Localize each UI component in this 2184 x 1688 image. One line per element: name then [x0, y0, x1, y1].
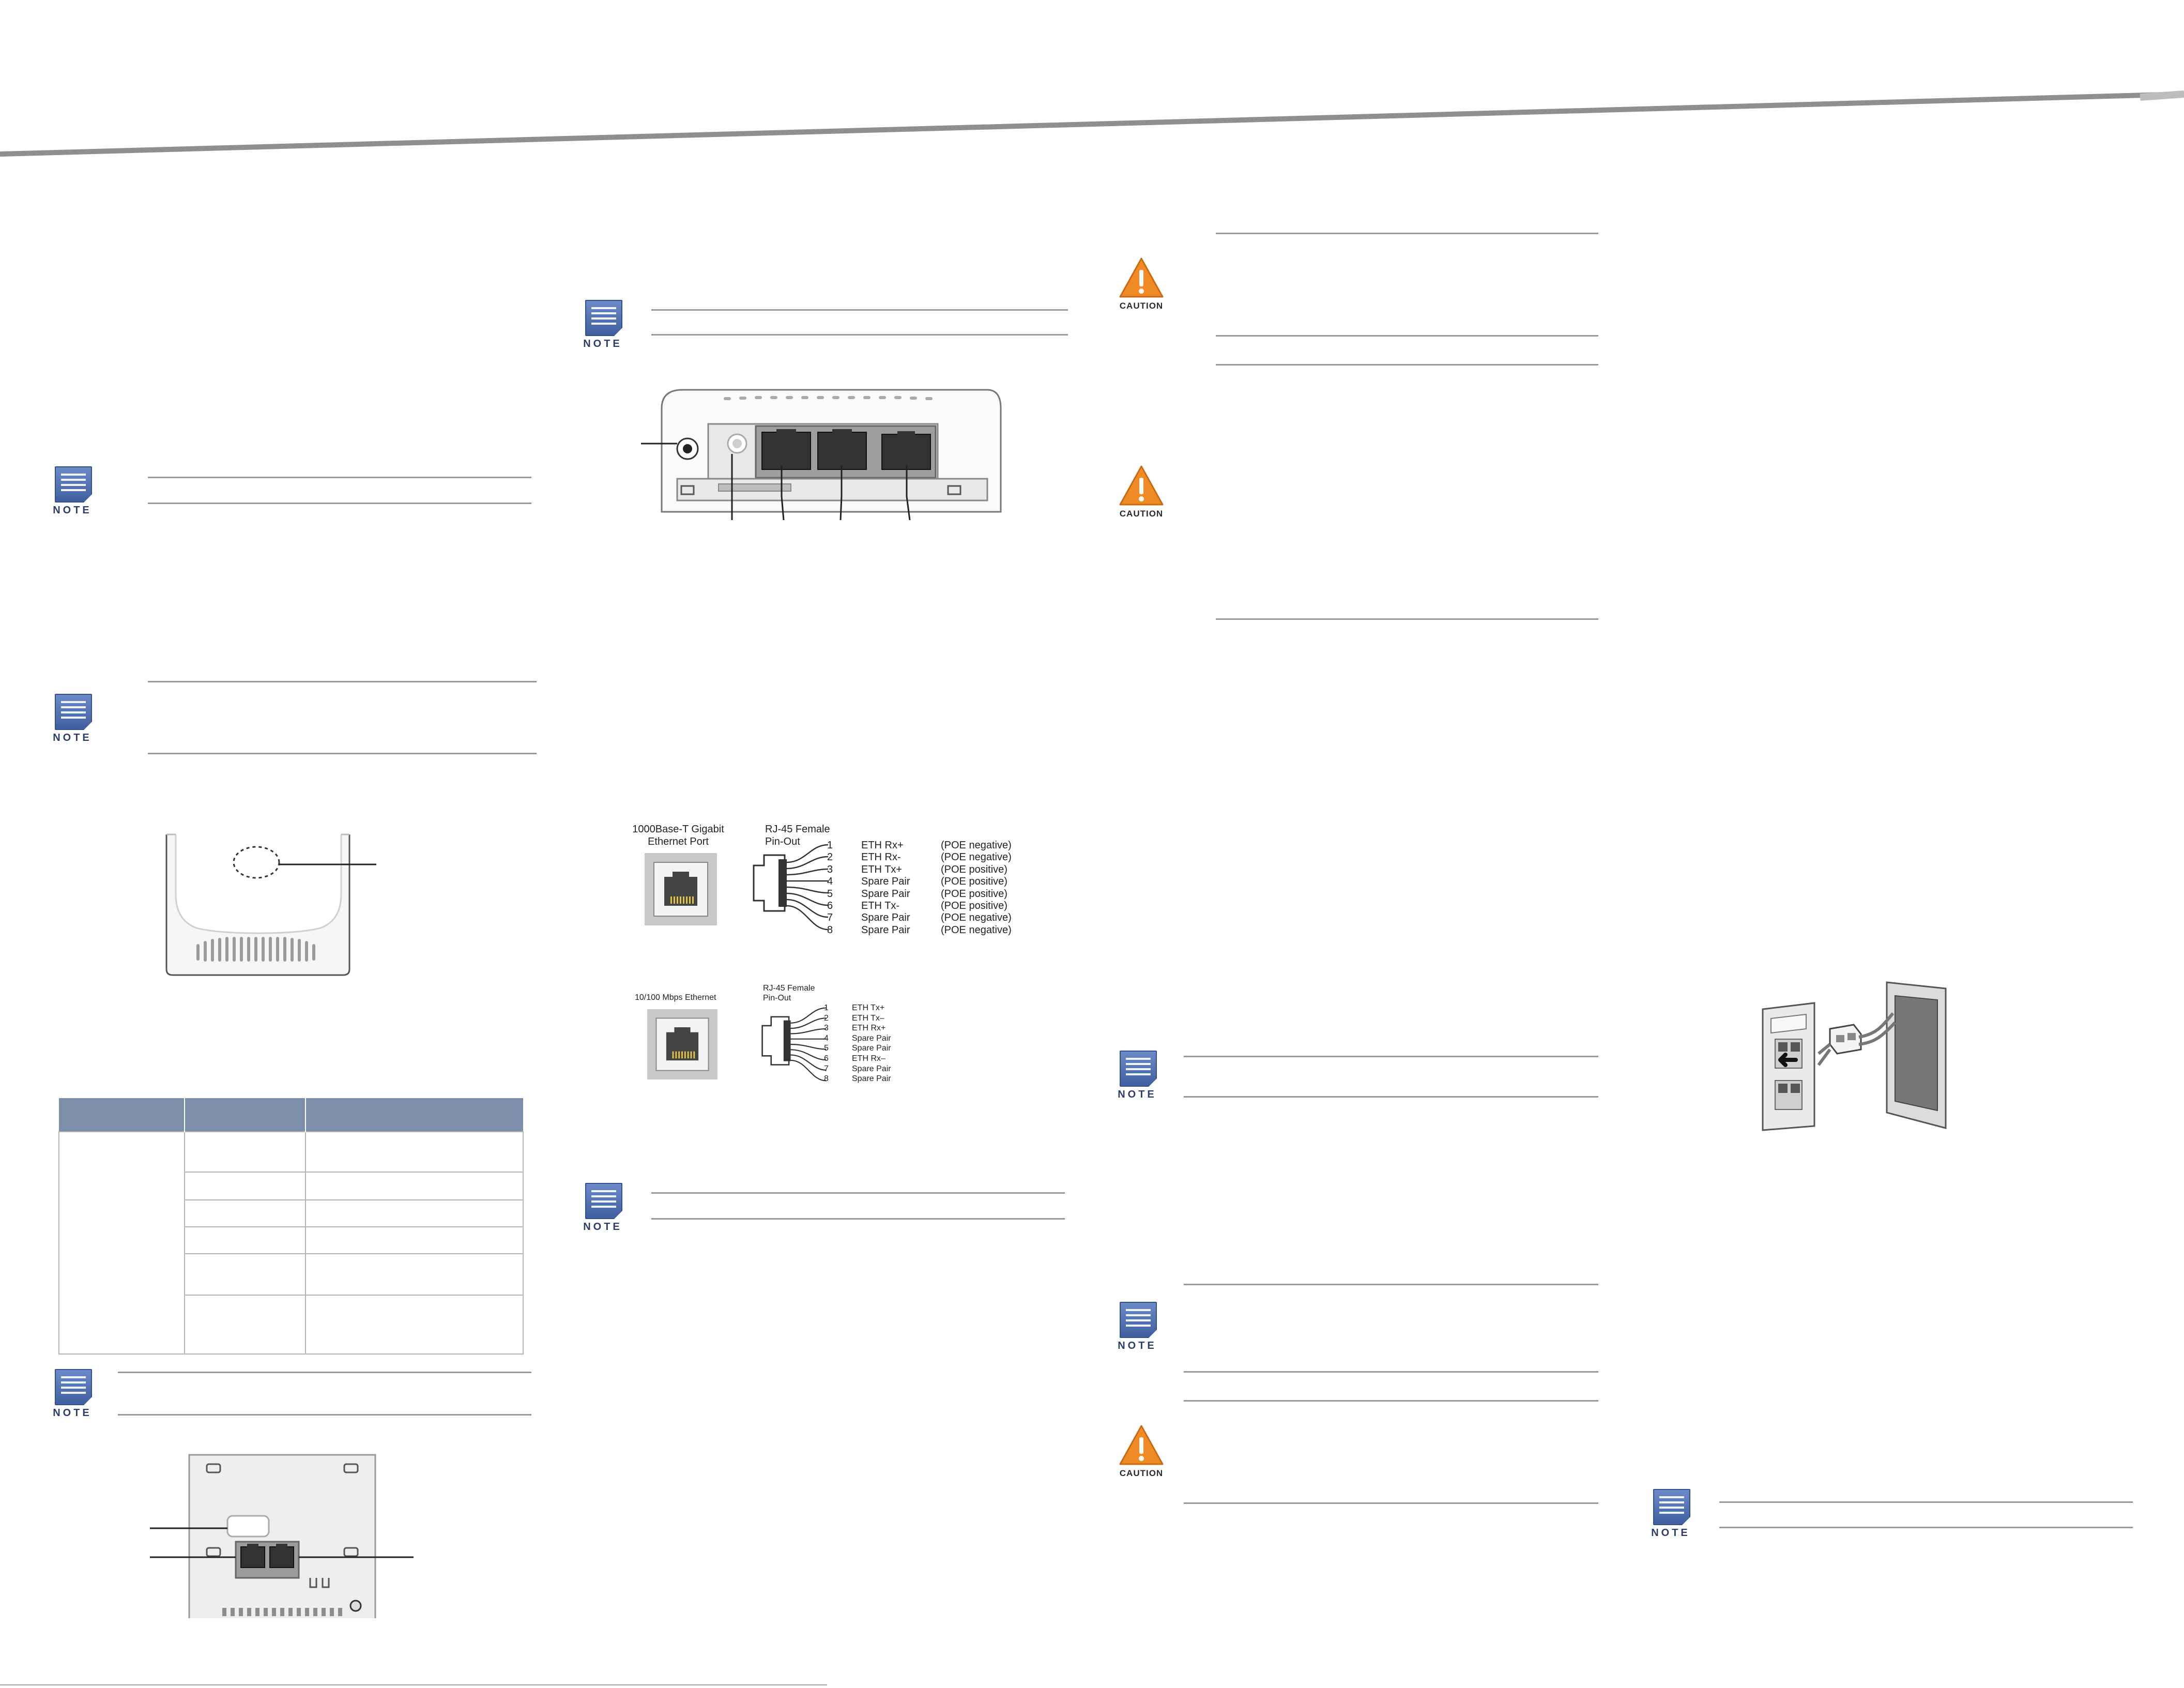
pin-poe: (POE negative) [941, 851, 1012, 863]
note-icon: NOTE [581, 300, 624, 350]
pin-signal: ETH Rx– [852, 1054, 885, 1063]
pin-number: 6 [824, 1054, 829, 1063]
table-header-cell [306, 1098, 523, 1132]
pin-number: 5 [827, 888, 833, 900]
pin-poe: (POE negative) [941, 912, 1012, 924]
caution-icon: CAUTION [1116, 256, 1167, 311]
pin-poe: (POE positive) [941, 863, 1007, 875]
note-rule-top [651, 309, 1068, 311]
caution-rule-bottom [1184, 1502, 1598, 1504]
table-row [59, 1295, 524, 1355]
header-swoosh [0, 90, 2184, 157]
pin-number: 6 [827, 900, 833, 911]
device-top-illustration [165, 833, 376, 976]
pin-signal: Spare Pair [852, 1064, 891, 1073]
pin-number: 7 [827, 912, 833, 924]
pin-poe: (POE positive) [941, 900, 1007, 911]
pin-number: 2 [827, 851, 833, 863]
pin-signal: Spare Pair [861, 912, 910, 924]
spec-table [58, 1098, 524, 1355]
pin-signal: ETH Rx+ [852, 1024, 886, 1033]
note-icon: NOTE [51, 694, 94, 744]
pin-number: 3 [827, 863, 833, 875]
pin-signal: ETH Rx+ [861, 840, 904, 851]
pin-poe: (POE negative) [941, 840, 1012, 851]
note-icon: NOTE [1116, 1051, 1159, 1101]
note-icon: NOTE [1649, 1489, 1692, 1539]
pin-number: 2 [824, 1013, 829, 1023]
note-rule-bottom [651, 1218, 1065, 1220]
fast-rj45-connector [761, 1007, 827, 1082]
pin-signal: ETH Tx+ [861, 863, 903, 875]
table-row [59, 1226, 524, 1254]
note-rule-top [1719, 1501, 2133, 1503]
fast-port-icon [647, 1009, 718, 1080]
note-rule-top [148, 681, 537, 682]
pin-number: 4 [824, 1033, 829, 1043]
note-icon: NOTE [581, 1183, 624, 1233]
caution-rule-top [1184, 1400, 1598, 1402]
pin-number: 7 [824, 1064, 829, 1073]
table-row [58, 1131, 524, 1355]
table-row [59, 1172, 524, 1200]
pin-signal: ETH Tx+ [852, 1003, 885, 1012]
note-rule-bottom [1184, 1096, 1598, 1098]
pin-signal: ETH Tx– [852, 1013, 884, 1023]
device-back-illustration [150, 1454, 414, 1618]
pin-number: 5 [824, 1044, 829, 1053]
pin-signal: Spare Pair [861, 876, 910, 888]
note-rule-bottom [1184, 1371, 1598, 1373]
pin-number: 1 [827, 840, 833, 851]
note-rule-bottom [148, 503, 531, 504]
note-icon: NOTE [1116, 1302, 1159, 1352]
pin-signal: ETH Tx- [861, 900, 900, 911]
note-rule-bottom [1719, 1527, 2133, 1528]
table-header-cell [185, 1098, 306, 1132]
caution-rule-top [1216, 233, 1598, 234]
caution-rule-bottom [1216, 335, 1598, 337]
pin-poe: (POE positive) [941, 888, 1007, 900]
pin-signal: Spare Pair [861, 888, 910, 900]
table-row [59, 1253, 524, 1296]
note-rule-top [1184, 1056, 1598, 1057]
caution-icon: CAUTION [1116, 464, 1167, 519]
note-rule-top [148, 477, 531, 478]
table-header-cell [59, 1098, 185, 1132]
note-rule-bottom [651, 334, 1068, 336]
pin-number: 8 [824, 1074, 829, 1084]
note-rule-top [118, 1372, 531, 1373]
pin-signal: ETH Rx- [861, 851, 901, 863]
gigabit-rj45-connector [753, 844, 829, 931]
note-rule-top [651, 1192, 1065, 1194]
note-rule-bottom [118, 1414, 531, 1416]
pin-number: 3 [824, 1024, 829, 1033]
note-rule-bottom [148, 753, 537, 754]
caution-icon: CAUTION [1116, 1424, 1167, 1479]
pin-signal: Spare Pair [852, 1033, 891, 1043]
caution-rule-top [1216, 364, 1598, 366]
wall-plate-illustration [1762, 981, 1947, 1131]
table-row [59, 1199, 524, 1227]
device-ports-illustration [641, 389, 1002, 521]
note-icon: NOTE [51, 1369, 94, 1419]
fast-port-label: 10/100 Mbps Ethernet [635, 993, 716, 1002]
pin-poe: (POE positive) [941, 876, 1007, 888]
note-icon: NOTE [51, 466, 94, 516]
footer-rule [0, 1684, 827, 1685]
pin-signal: Spare Pair [852, 1074, 891, 1084]
pin-number: 8 [827, 924, 833, 936]
gigabit-pin-list: 1 ETH Rx+ (POE negative) 2 ETH Rx- (POE negat… [827, 840, 1034, 938]
gigabit-port-icon [645, 853, 717, 925]
pin-signal: Spare Pair [852, 1044, 891, 1053]
pin-signal: Spare Pair [861, 924, 910, 936]
caution-rule-bottom [1216, 618, 1598, 620]
pin-number: 4 [827, 876, 833, 888]
note-rule-top [1184, 1284, 1598, 1285]
pin-number: 1 [824, 1003, 829, 1012]
pin-poe: (POE negative) [941, 924, 1012, 936]
